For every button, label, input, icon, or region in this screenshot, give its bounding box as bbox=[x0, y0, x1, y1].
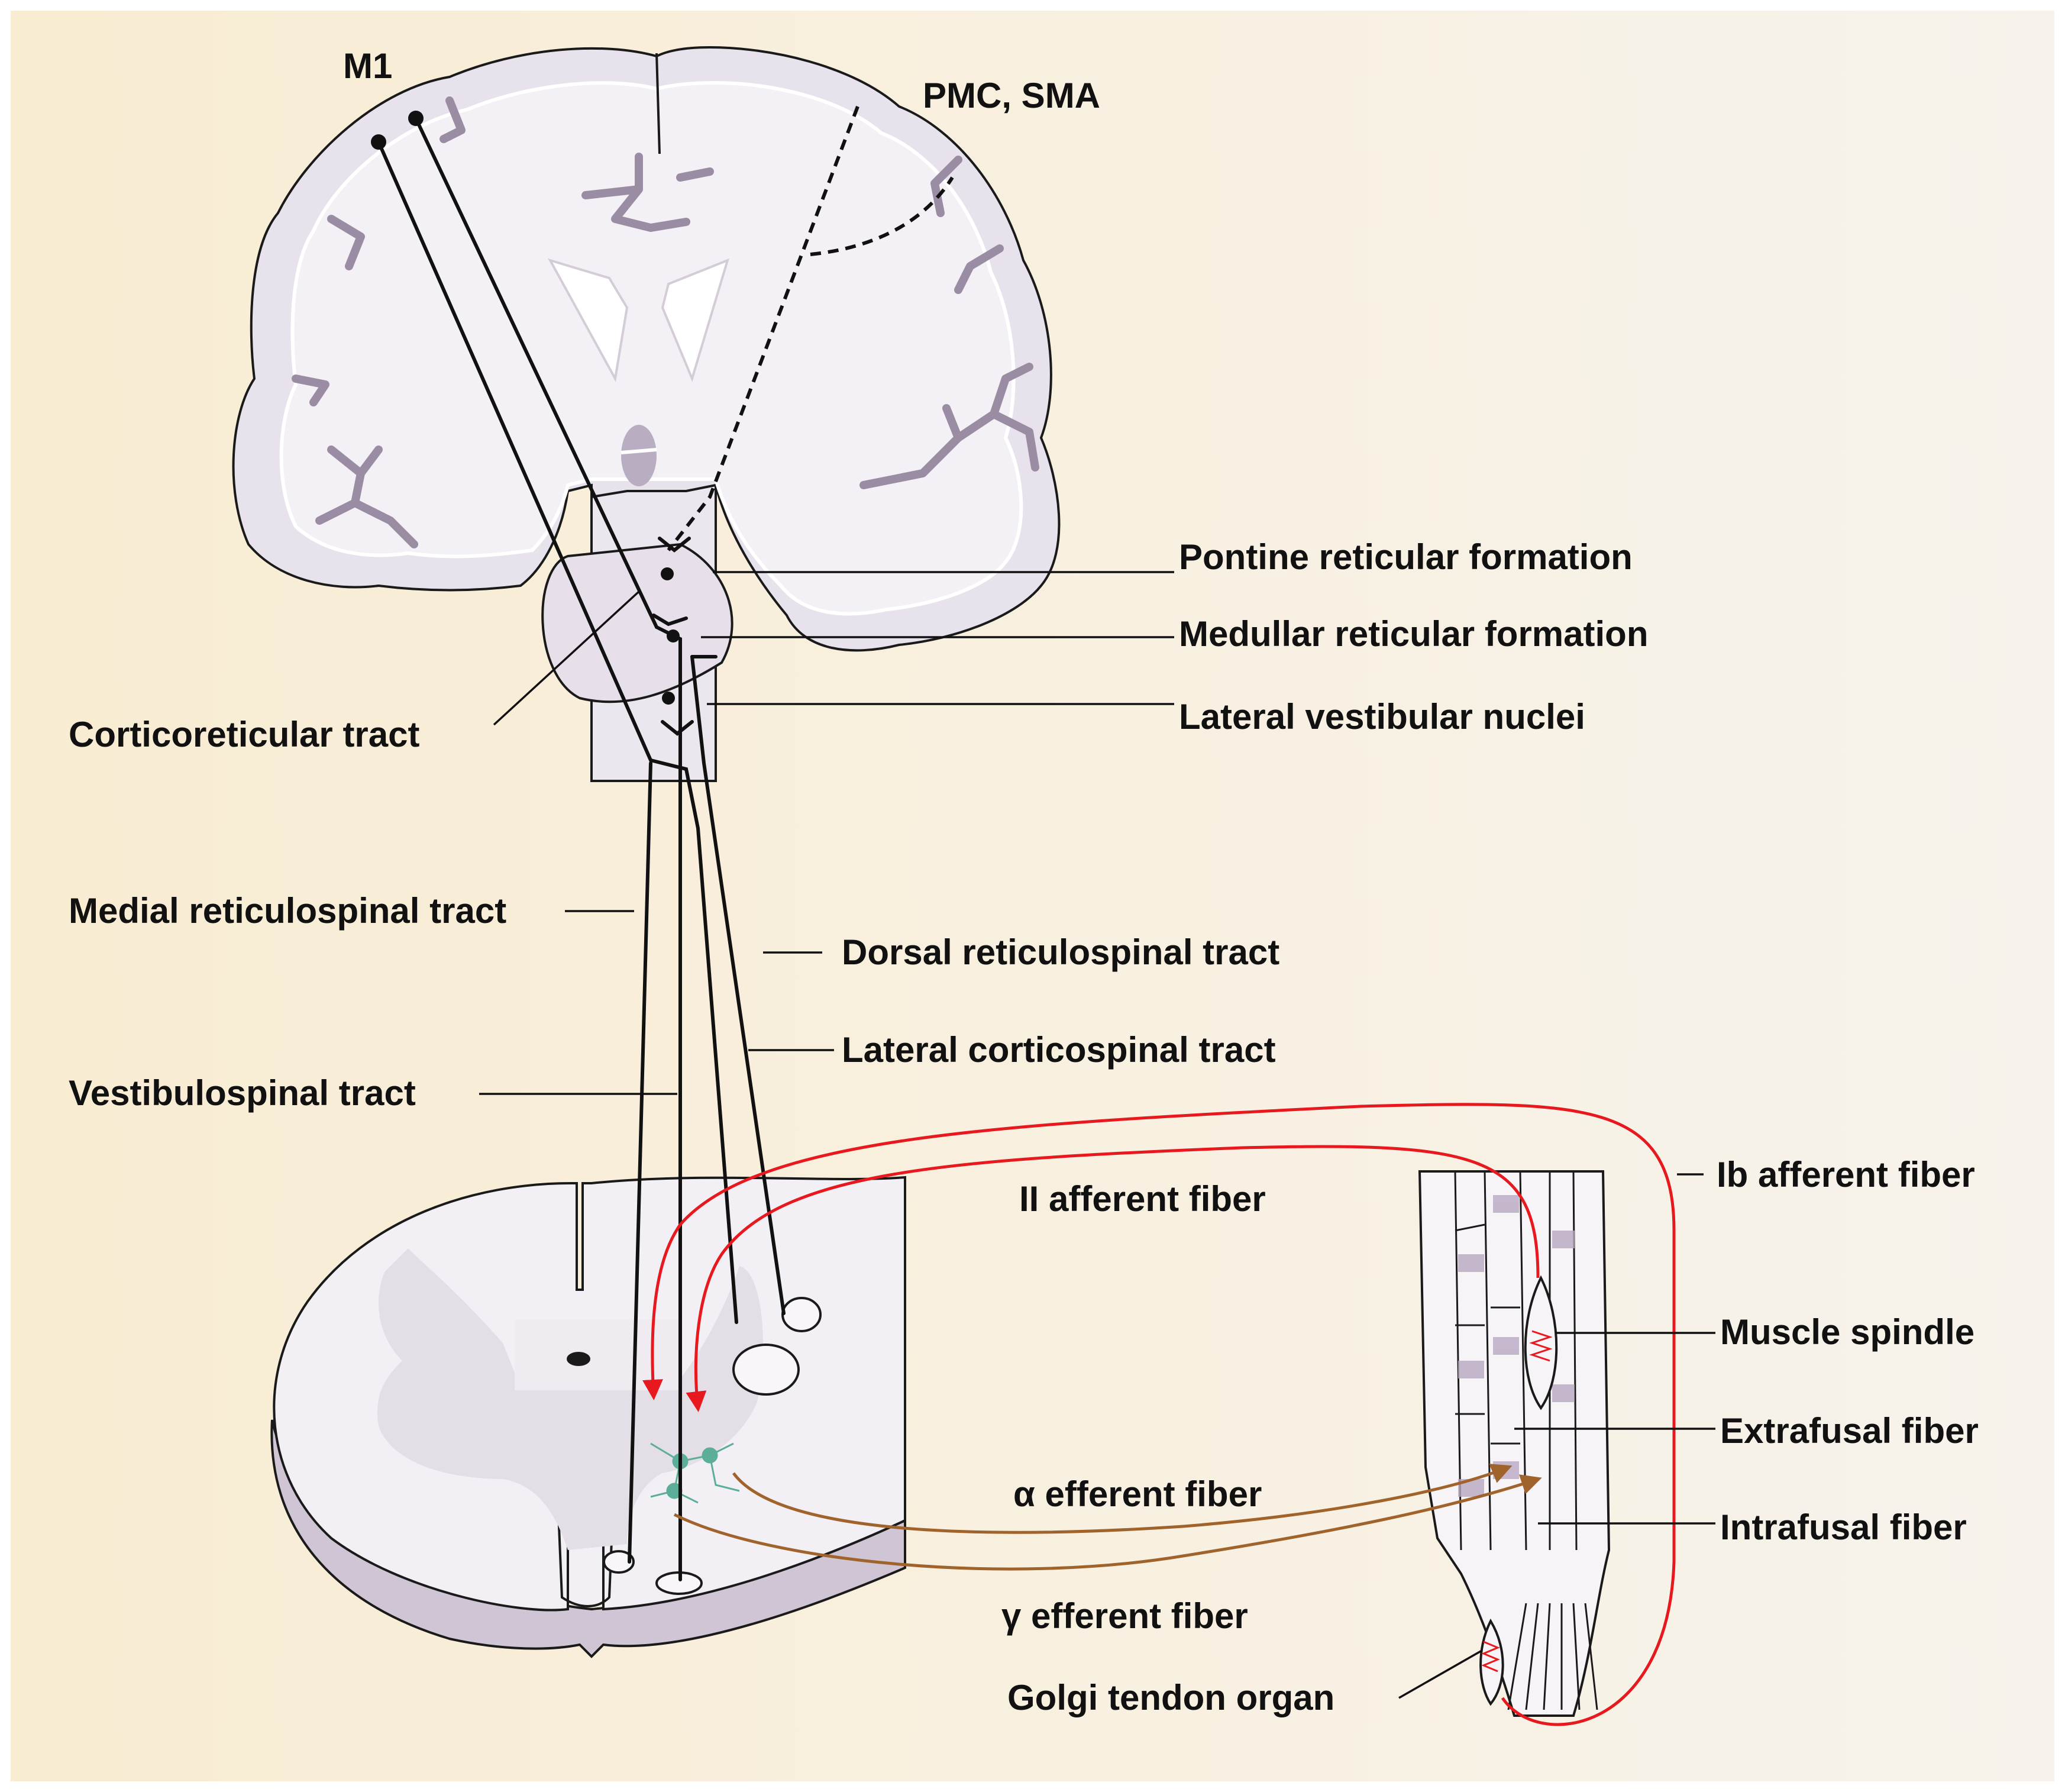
central-canal bbox=[567, 1352, 590, 1366]
gamma-efferent-line bbox=[673, 1474, 1542, 1571]
lateral-ventricle-left bbox=[547, 258, 629, 383]
gray-commissure bbox=[515, 1319, 680, 1390]
striations bbox=[1458, 1195, 1575, 1497]
dorsal-tract-oval bbox=[781, 1297, 822, 1332]
brainstem-connector bbox=[655, 625, 682, 735]
white-matter bbox=[279, 80, 1023, 616]
label-lateral-vestibular: Lateral vestibular nuclei bbox=[1179, 697, 1585, 737]
muscle-spindle-capsule bbox=[1524, 1275, 1558, 1410]
dorsal-reticulospinal-tract-line bbox=[690, 655, 786, 1315]
label-corticoreticular: Corticoreticular tract bbox=[69, 715, 420, 754]
label-m1: M1 bbox=[343, 46, 392, 86]
ii-afferent-line bbox=[686, 1145, 1540, 1412]
label-lateral-corticospinal: Lateral corticospinal tract bbox=[842, 1030, 1276, 1070]
tendon bbox=[1507, 1603, 1598, 1710]
medial-reticulospinal-tract-line bbox=[628, 761, 652, 1564]
label-alpha-efferent: α efferent fiber bbox=[1013, 1474, 1262, 1514]
label-pmc-sma: PMC, SMA bbox=[923, 76, 1100, 115]
afferent-fibers bbox=[642, 1103, 1676, 1726]
medial-tract-oval bbox=[603, 1550, 635, 1574]
corticoreticular-tract-line bbox=[377, 140, 738, 1324]
synapse-marks bbox=[652, 537, 718, 736]
label-medullar: Medullar reticular formation bbox=[1179, 614, 1648, 654]
spindle-coil bbox=[1529, 1330, 1553, 1362]
alpha-efferent-line bbox=[732, 1464, 1513, 1534]
pons bbox=[541, 543, 733, 703]
label-vestibulospinal: Vestibulospinal tract bbox=[69, 1073, 416, 1113]
medullar-nucleus-dot bbox=[667, 629, 680, 642]
vestibular-nucleus-dot bbox=[662, 692, 675, 705]
label-dorsal-reticulospinal: Dorsal reticulospinal tract bbox=[842, 932, 1279, 972]
ib-afferent-line bbox=[642, 1103, 1676, 1726]
label-pontine: Pontine reticular formation bbox=[1179, 537, 1633, 577]
pontine-nucleus-dot bbox=[661, 567, 674, 580]
label-ib-afferent: Ib afferent fiber bbox=[1717, 1155, 1975, 1194]
pmc-sma-dashed-tract bbox=[667, 105, 859, 551]
lateral-corticospinal-tract-line bbox=[414, 117, 658, 629]
efferent-fibers bbox=[673, 1464, 1542, 1571]
label-medial-reticulospinal: Medial reticulospinal tract bbox=[69, 891, 506, 931]
coronal-brain-section bbox=[232, 46, 1061, 782]
label-muscle-spindle: Muscle spindle bbox=[1720, 1312, 1974, 1352]
muscle-fiber-bundle bbox=[1418, 1170, 1611, 1717]
label-gamma-efferent: γ efferent fiber bbox=[1001, 1596, 1248, 1636]
lateral-tract-oval bbox=[732, 1344, 800, 1396]
longitudinal-fissure bbox=[655, 53, 661, 154]
sulci bbox=[292, 96, 1039, 548]
pmc-sma-boundary bbox=[810, 176, 954, 256]
gray-matter bbox=[377, 1248, 763, 1550]
descending-tracts bbox=[371, 105, 954, 1581]
label-extrafusal: Extrafusal fiber bbox=[1720, 1411, 1979, 1451]
third-ventricle bbox=[621, 425, 657, 486]
leader-lines bbox=[479, 571, 1715, 1699]
label-golgi: Golgi tendon organ bbox=[1007, 1678, 1334, 1717]
golgi-coil bbox=[1481, 1641, 1500, 1672]
labels: M1 PMC, SMA Pontine reticular formation … bbox=[69, 46, 1979, 1717]
label-intrafusal: Intrafusal fiber bbox=[1720, 1507, 1967, 1547]
lateral-ventricle-right bbox=[661, 258, 730, 382]
label-ii-afferent: II afferent fiber bbox=[1019, 1179, 1266, 1219]
spinal-cord-cross-section bbox=[270, 1176, 906, 1658]
